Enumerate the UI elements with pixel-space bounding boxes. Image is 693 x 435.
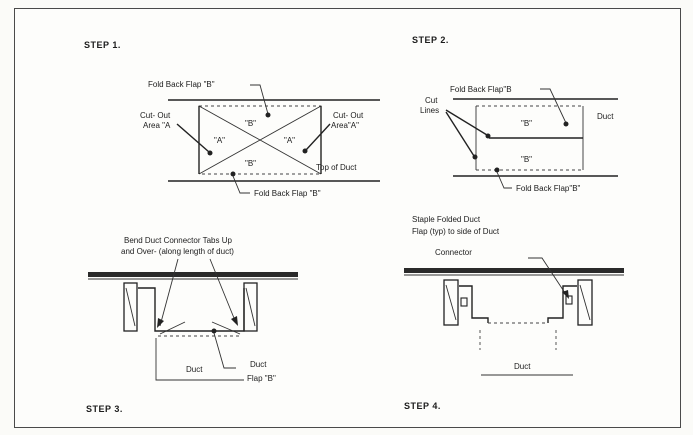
step-2-title: STEP 2.	[412, 35, 449, 45]
step-4-joist-right	[577, 279, 593, 326]
step-2-panel: STEP 2. "B" "B" Fold Back Flap"B Cut Lin…	[412, 35, 618, 193]
step-1-cutout-left-leader	[176, 123, 210, 153]
step-3-duct-flap-line-2: Flap "B"	[247, 374, 276, 383]
diagram-frame	[14, 8, 681, 428]
step-4-staple-left	[460, 297, 468, 307]
step-1-title: STEP 1.	[84, 40, 121, 50]
step-3-title: STEP 3.	[86, 404, 123, 414]
step-4-staple-leader	[528, 257, 568, 297]
step-2-cut-lines-dot-1	[485, 133, 491, 139]
step-3-tab-left	[159, 321, 186, 335]
step-1-diagonal-2	[198, 105, 322, 175]
step-1-cutout-right-line-2: Area"A"	[331, 121, 359, 130]
step-1-region-a-right: "A"	[284, 136, 295, 145]
step-3-floor-board	[88, 272, 298, 277]
step-2-fold-back-bottom-label: Fold Back Flap"B"	[516, 184, 581, 193]
step-3-duct-connector	[138, 287, 245, 332]
step-4-instruction-line-3: Connector	[435, 248, 472, 257]
step-3-panel: Bend Duct Connector Tabs Up and Over- (a…	[86, 236, 298, 414]
step-3-duct-flap-line-1: Duct	[250, 360, 267, 369]
step-1-cutout-right-leader	[305, 123, 331, 151]
step-2-cut-lines-dot-2	[472, 154, 478, 160]
step-3-instruction-line-2: and Over- (along length of duct)	[121, 247, 234, 256]
step-2-cut-lines-leader-1	[445, 109, 488, 136]
step-2-region-b-bottom: "B"	[521, 155, 532, 164]
step-1-cutout-right-dot	[302, 148, 308, 154]
step-2-fold-back-bottom-leader	[496, 171, 512, 189]
step-4-floor-board	[404, 268, 624, 273]
step-2-cut-lines-label-2: Lines	[420, 106, 439, 115]
step-1-cutout-left-line-1: Cut- Out	[140, 111, 171, 120]
step-1-cutout-left-dot	[207, 150, 213, 156]
step-1-region-b-bottom: "B"	[245, 159, 256, 168]
step-3-arrow-2-head	[231, 316, 238, 326]
step-1-panel: STEP 1. "B" "A" "A" "B" Fold Back Flap "…	[84, 40, 380, 198]
step-4-panel: Staple Folded Duct Flap (typ) to side of…	[404, 215, 624, 411]
step-1-fold-back-top-label: Fold Back Flap "B"	[148, 80, 215, 89]
step-3-arrow-1	[159, 258, 179, 327]
step-1-top-of-duct-label: Top of Duct	[316, 163, 357, 172]
step-1-fold-back-bottom-leader	[232, 175, 250, 194]
step-2-duct-label: Duct	[597, 112, 614, 121]
step-2-cut-lines-leader-2	[445, 111, 475, 157]
step-4-instruction-line-2: Flap (typ) to side of Duct	[412, 227, 500, 236]
step-4-staple-right	[565, 295, 573, 305]
step-3-joist-left-grain	[125, 287, 136, 327]
step-4-connector-right	[547, 285, 577, 323]
step-4-staple-leader-head	[562, 290, 569, 299]
step-2-fold-back-top-leader	[540, 88, 567, 124]
step-1-cutout-right-line-1: Cut- Out	[333, 111, 364, 120]
step-1-fold-back-bottom-label: Fold Back Flap "B"	[254, 189, 321, 198]
step-2-cut-lines-label-1: Cut	[425, 96, 438, 105]
step-1-fold-back-top-dot	[265, 112, 271, 118]
step-3-arrow-1-head	[157, 318, 164, 328]
step-3-arrow-2	[209, 258, 237, 324]
step-4-instruction-line-1: Staple Folded Duct	[412, 215, 481, 224]
step-4-joist-left	[443, 279, 459, 326]
step-4-duct-label: Duct	[514, 362, 531, 371]
step-4-connector-left	[459, 285, 489, 323]
step-2-fold-back-top-label: Fold Back Flap"B	[450, 85, 512, 94]
step-1-fold-back-bottom-dot	[230, 171, 236, 177]
step-3-duct-label: Duct	[186, 365, 203, 374]
step-3-joist-right-grain	[245, 287, 256, 327]
step-3-flap-dot	[211, 328, 217, 334]
step-3-flap-leader	[213, 332, 236, 369]
step-4-joist-left-grain	[445, 284, 457, 321]
step-3-instruction-line-1: Bend Duct Connector Tabs Up	[124, 236, 232, 245]
step-2-region-b-top: "B"	[521, 119, 532, 128]
step-4-title: STEP 4.	[404, 401, 441, 411]
step-1-cutout-left-line-2: Area "A	[143, 121, 171, 130]
step-1-region-a-left: "A"	[214, 136, 225, 145]
step-2-fold-back-top-dot	[563, 121, 569, 127]
step-2-fold-back-bottom-dot	[494, 167, 500, 173]
step-1-fold-back-top-leader	[250, 84, 269, 115]
step-1-region-b-top: "B"	[245, 119, 256, 128]
step-3-duct-body	[155, 338, 244, 381]
step-3-joist-left	[123, 282, 138, 332]
step-4-joist-right-grain	[579, 284, 591, 321]
step-3-tab-right	[211, 321, 241, 335]
